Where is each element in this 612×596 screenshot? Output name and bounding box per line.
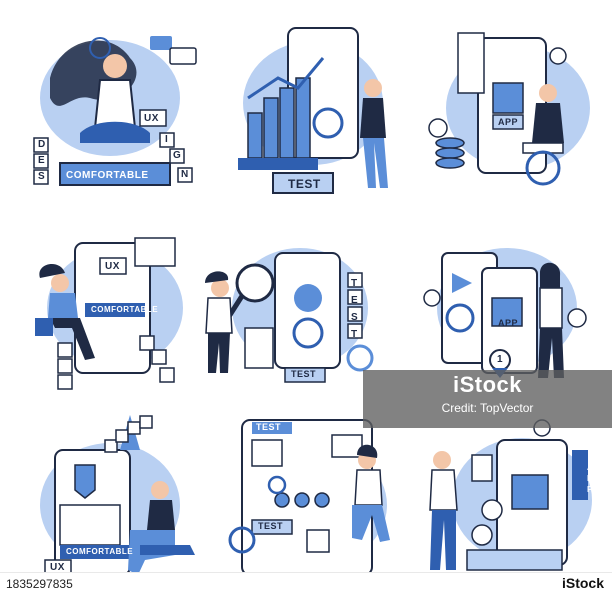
watermark-credit: Credit: TopVector bbox=[441, 401, 534, 415]
scene-ux-design-woman: UX COMFORTABLE bbox=[20, 218, 210, 398]
ux-tag-label-2: UX bbox=[105, 261, 120, 272]
letter-d: D bbox=[38, 139, 46, 150]
image-id: 1835297835 bbox=[6, 577, 73, 591]
scene-app-badge: APP 1 bbox=[412, 218, 602, 398]
letter-s: S bbox=[38, 171, 46, 182]
letter-i: I bbox=[165, 134, 169, 145]
app-phone-label: APP bbox=[498, 117, 519, 127]
letter-e: E bbox=[38, 155, 46, 166]
scene-test-workflow: TEST TEST bbox=[222, 410, 412, 590]
test-sign-label-2: TEST bbox=[291, 369, 317, 379]
footer-logo: iStock bbox=[561, 575, 604, 591]
app-vertical-label: APP bbox=[587, 463, 594, 494]
scene-design-meditation: COMFORTABLE UX D E S I G N bbox=[20, 18, 210, 198]
scene-design-stairs: COMFORTABLE UX bbox=[20, 410, 210, 590]
comfortable-box-label-2: COMFORTABLE bbox=[91, 305, 159, 314]
test-top-label: TEST bbox=[256, 422, 282, 432]
comfortable-box-label: COMFORTABLE bbox=[66, 170, 149, 181]
letter-g: G bbox=[173, 150, 182, 161]
scene-magnifier-test: TEST TEST bbox=[200, 218, 390, 398]
letter-n: N bbox=[181, 169, 189, 180]
test-sign-label-3: TEST bbox=[258, 521, 284, 531]
ux-tag-label-3: UX bbox=[50, 562, 65, 573]
test-vertical-label: TEST bbox=[351, 278, 359, 340]
scene-analytics-test: TEST bbox=[218, 18, 408, 198]
test-sign-label: TEST bbox=[288, 177, 321, 191]
app-phone-label-2: APP bbox=[498, 318, 519, 328]
footer-bar: 1835297835 iStock bbox=[0, 572, 612, 596]
comfortable-box-label-3: COMFORTABLE bbox=[66, 547, 134, 556]
scene-app-presenter: APP bbox=[412, 410, 602, 590]
scene-mobile-app: APP bbox=[418, 18, 608, 198]
watermark-logo: iStock bbox=[452, 372, 523, 397]
watermark-overlay: iStock Credit: TopVector bbox=[363, 370, 612, 428]
ux-tag-label: UX bbox=[144, 113, 159, 124]
badge-number: 1 bbox=[497, 354, 504, 365]
